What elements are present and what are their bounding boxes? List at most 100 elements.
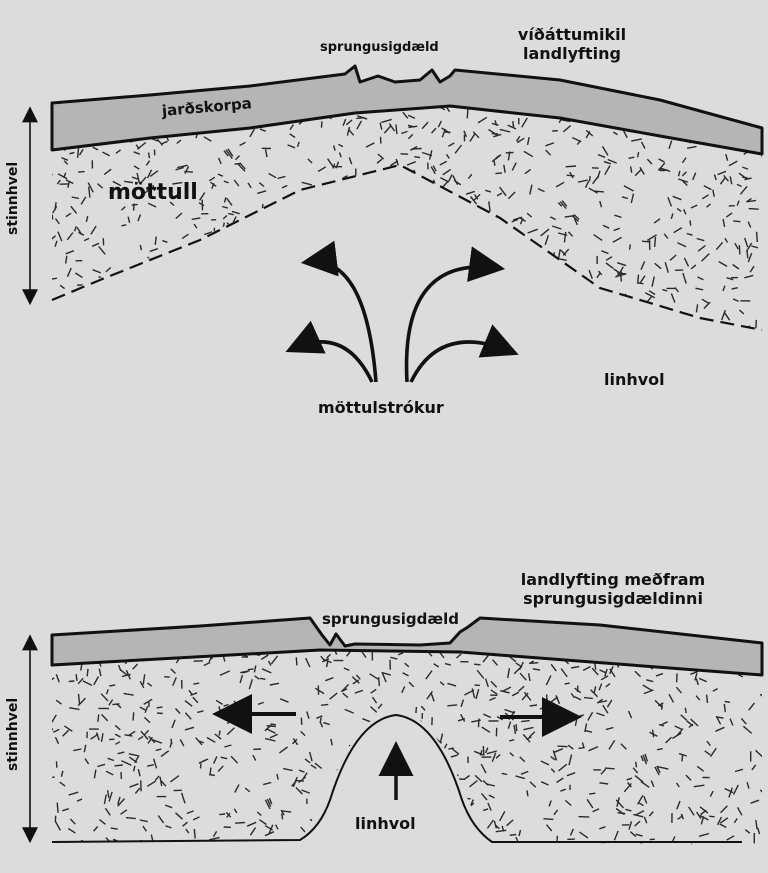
mantle-texture-dash [755, 749, 762, 758]
mantle-texture-dash [503, 164, 506, 173]
mantle-texture-dash [270, 655, 279, 665]
mantle-texture-dash [491, 122, 499, 126]
mantle-texture-dash [143, 716, 151, 724]
mantle-texture-dash [690, 264, 697, 270]
mantle-texture-dash [128, 298, 138, 305]
mantle-texture-dash [551, 225, 562, 230]
mantle-texture-dash [83, 237, 90, 242]
mantle-texture-dash [467, 203, 479, 208]
mantle-texture-dash [634, 775, 644, 783]
mantle-texture-dash [365, 762, 371, 768]
mantle-texture-dash [414, 200, 419, 207]
mantle-texture-dash [388, 123, 396, 132]
mantle-texture-dash [308, 751, 313, 762]
mantle-texture-dash [193, 828, 196, 839]
mantle-texture-dash [189, 843, 196, 845]
mantle-texture-dash [365, 770, 371, 775]
mantle-texture-dash [257, 190, 267, 195]
mantle-texture-dash [227, 276, 233, 280]
mantle-texture-dash [271, 210, 276, 215]
mantle-texture-dash [439, 160, 448, 166]
mantle-texture-dash [375, 317, 380, 324]
mantle-texture-dash [670, 293, 676, 303]
mantle-texture-dash [184, 165, 190, 174]
mantle-texture-dash [567, 231, 574, 237]
mantle-texture-dash [398, 196, 401, 208]
mantle-texture-dash [448, 174, 453, 182]
mantle-texture-dash [182, 821, 188, 827]
mantle-texture-dash [546, 294, 553, 297]
mantle-texture-dash [376, 158, 383, 164]
mantle-texture-dash [566, 772, 576, 777]
mantle-texture-dash [529, 184, 533, 195]
mantle-texture-dash [371, 273, 379, 284]
mantle-texture-dash [222, 205, 229, 209]
mantle-texture-dash [392, 225, 401, 230]
mantle-texture-dash [289, 133, 296, 139]
mantle-texture-dash [574, 719, 578, 726]
mantle-texture-dash [628, 156, 635, 159]
mantle-texture-dash [52, 235, 57, 243]
mantle-texture-dash [284, 219, 294, 223]
mantle-texture-dash [65, 255, 68, 264]
mantle-texture-dash [380, 283, 383, 293]
mantle-texture-dash [751, 764, 757, 771]
mantle-texture-dash [528, 660, 535, 665]
mantle-texture-dash [225, 149, 233, 160]
mantle-texture-dash [596, 712, 605, 717]
mantle-texture-dash [699, 814, 709, 821]
mantle-texture-dash [696, 765, 705, 772]
mantle-texture-dash [274, 824, 279, 830]
mantle-texture-dash [296, 247, 305, 251]
mantle-texture-dash [700, 809, 707, 816]
mantle-texture-dash [65, 212, 72, 218]
mantle-texture-dash [398, 801, 405, 804]
mantle-texture-dash [719, 823, 727, 829]
mantle-texture-dash [447, 682, 457, 687]
mantle-texture-dash [374, 276, 377, 286]
mantle-texture-dash [153, 280, 163, 286]
mantle-texture-dash [404, 257, 411, 265]
mantle-texture-dash [300, 730, 306, 737]
mantle-texture-dash [636, 331, 641, 335]
mantle-texture-dash [658, 158, 665, 163]
mantle-texture-dash [599, 826, 606, 830]
mantle-texture-dash [295, 657, 298, 666]
mantle-texture-dash [192, 696, 199, 704]
mantle-texture-dash [740, 718, 747, 725]
mantle-texture-dash [426, 320, 434, 325]
mantle-texture-dash [143, 269, 148, 281]
mantle-texture-dash [562, 248, 570, 256]
mantle-texture-dash [548, 279, 550, 288]
mantle-texture-dash [435, 232, 442, 239]
mantle-texture-dash [65, 841, 72, 845]
mantle-texture-dash [709, 815, 715, 818]
mantle-texture-dash [695, 678, 699, 686]
mantle-texture-dash [52, 728, 54, 735]
mantle-texture-dash [716, 816, 723, 826]
mantle-texture-dash [658, 723, 664, 727]
mantle-texture-dash [695, 287, 704, 291]
mantle-texture-dash [681, 171, 687, 177]
mantle-texture-dash [567, 268, 572, 274]
mantle-texture-dash [106, 790, 110, 798]
mantle-texture-dash [52, 214, 54, 220]
mantle-texture-dash [613, 268, 621, 274]
mantle-texture-dash [390, 656, 398, 660]
mantle-texture-dash [348, 157, 353, 165]
mantle-texture-dash [484, 678, 489, 688]
mantle-texture-dash [180, 792, 186, 804]
mantle-texture-dash [182, 841, 191, 845]
mantle-texture-dash [540, 228, 550, 237]
mantle-texture-dash [454, 144, 463, 154]
rift-label-bottom: sprungusigdæld [322, 610, 459, 628]
mantle-texture-dash [247, 182, 252, 189]
mantle-texture-dash [133, 151, 141, 155]
mantle-texture-dash [256, 811, 262, 817]
mantle-texture-dash [223, 197, 227, 203]
mantle-texture-dash [54, 218, 60, 225]
mantle-texture-dash [511, 327, 516, 330]
mantle-texture-dash [550, 756, 556, 761]
mantle-texture-dash [54, 820, 62, 831]
mantle-texture-dash [723, 703, 726, 713]
